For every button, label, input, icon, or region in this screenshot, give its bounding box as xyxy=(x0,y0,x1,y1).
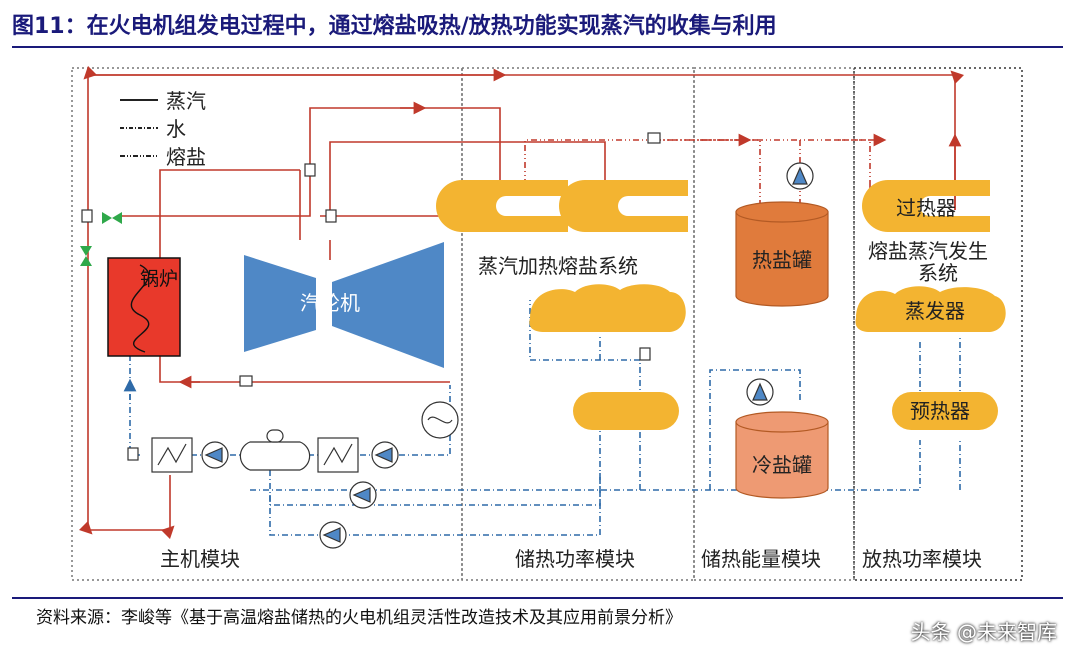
green-valve-icon xyxy=(80,256,92,266)
valves xyxy=(81,132,661,461)
figure-title: 图11：在火电机组发电过程中，通过熔盐吸热/放热功能实现蒸汽的收集与利用 xyxy=(12,14,777,39)
main-module-label: 主机模块 xyxy=(160,547,240,571)
evaporator-label: 蒸发器 xyxy=(905,299,965,323)
watermark: 头条 @未来智库 xyxy=(910,620,1057,644)
pump-icon xyxy=(201,441,229,469)
cloud-exchanger xyxy=(529,284,686,332)
deaerator-icon xyxy=(239,441,311,471)
valve-icon xyxy=(304,163,316,177)
pump-icon xyxy=(746,378,774,406)
green-valve-icon xyxy=(112,212,122,224)
source-rule xyxy=(12,597,1063,599)
pumps xyxy=(201,162,814,549)
boiler-label: 锅炉 xyxy=(140,268,178,290)
boiler: 锅炉 xyxy=(107,257,181,357)
system-diagram: 蒸汽 水 熔盐 xyxy=(71,65,1023,581)
legend: 蒸汽 水 熔盐 xyxy=(120,89,206,169)
valve-icon xyxy=(325,209,337,223)
valve-icon xyxy=(239,375,253,387)
preheater-label: 预热器 xyxy=(910,399,970,423)
preheater xyxy=(892,392,998,430)
source-note: 资料来源：李峻等《基于高温熔盐储热的火电机组灵活性改造技术及其应用前景分析》 xyxy=(36,608,682,628)
turbine-label: 汽轮机 xyxy=(300,291,360,315)
valve-icon xyxy=(81,209,93,223)
storage-power-label: 储热功率模块 xyxy=(515,547,635,571)
steam-gen-label-2: 系统 xyxy=(918,261,958,285)
superheater xyxy=(862,180,990,232)
valve-icon xyxy=(127,447,139,461)
pump-icon xyxy=(349,481,377,509)
hot-tank-label: 热盐罐 xyxy=(752,248,812,272)
legend-steam-label: 蒸汽 xyxy=(166,89,206,113)
hot-salt-tank: 热盐罐 xyxy=(735,201,829,307)
green-valves xyxy=(80,212,122,266)
feedwater-heaters xyxy=(151,401,459,473)
storage-energy-frame xyxy=(693,67,855,581)
pump-icon xyxy=(319,521,347,549)
valve-icon xyxy=(639,347,651,361)
title-underline xyxy=(12,46,1063,48)
green-valve-icon xyxy=(80,246,92,256)
steam-salt-exchangers xyxy=(436,180,688,232)
pump-icon xyxy=(371,441,399,469)
lower-exchanger xyxy=(573,392,679,430)
release-power-label: 放热功率模块 xyxy=(862,547,982,571)
legend-water-label: 水 xyxy=(166,117,186,141)
turbine: 汽轮机 xyxy=(244,242,444,368)
legend-salt-label: 熔盐 xyxy=(166,145,206,169)
pump-icon xyxy=(786,162,814,190)
evaporator xyxy=(855,286,1006,332)
superheater-label: 过热器 xyxy=(896,196,956,220)
steam-heating-label: 蒸汽加热熔盐系统 xyxy=(478,254,638,278)
cold-tank-label: 冷盐罐 xyxy=(752,453,812,477)
green-valve-icon xyxy=(102,212,112,224)
storage-energy-label: 储热能量模块 xyxy=(701,547,821,571)
steam-gen-label-1: 熔盐蒸汽发生 xyxy=(868,239,988,263)
valve-icon xyxy=(647,132,661,144)
cold-salt-tank: 冷盐罐 xyxy=(735,411,829,499)
